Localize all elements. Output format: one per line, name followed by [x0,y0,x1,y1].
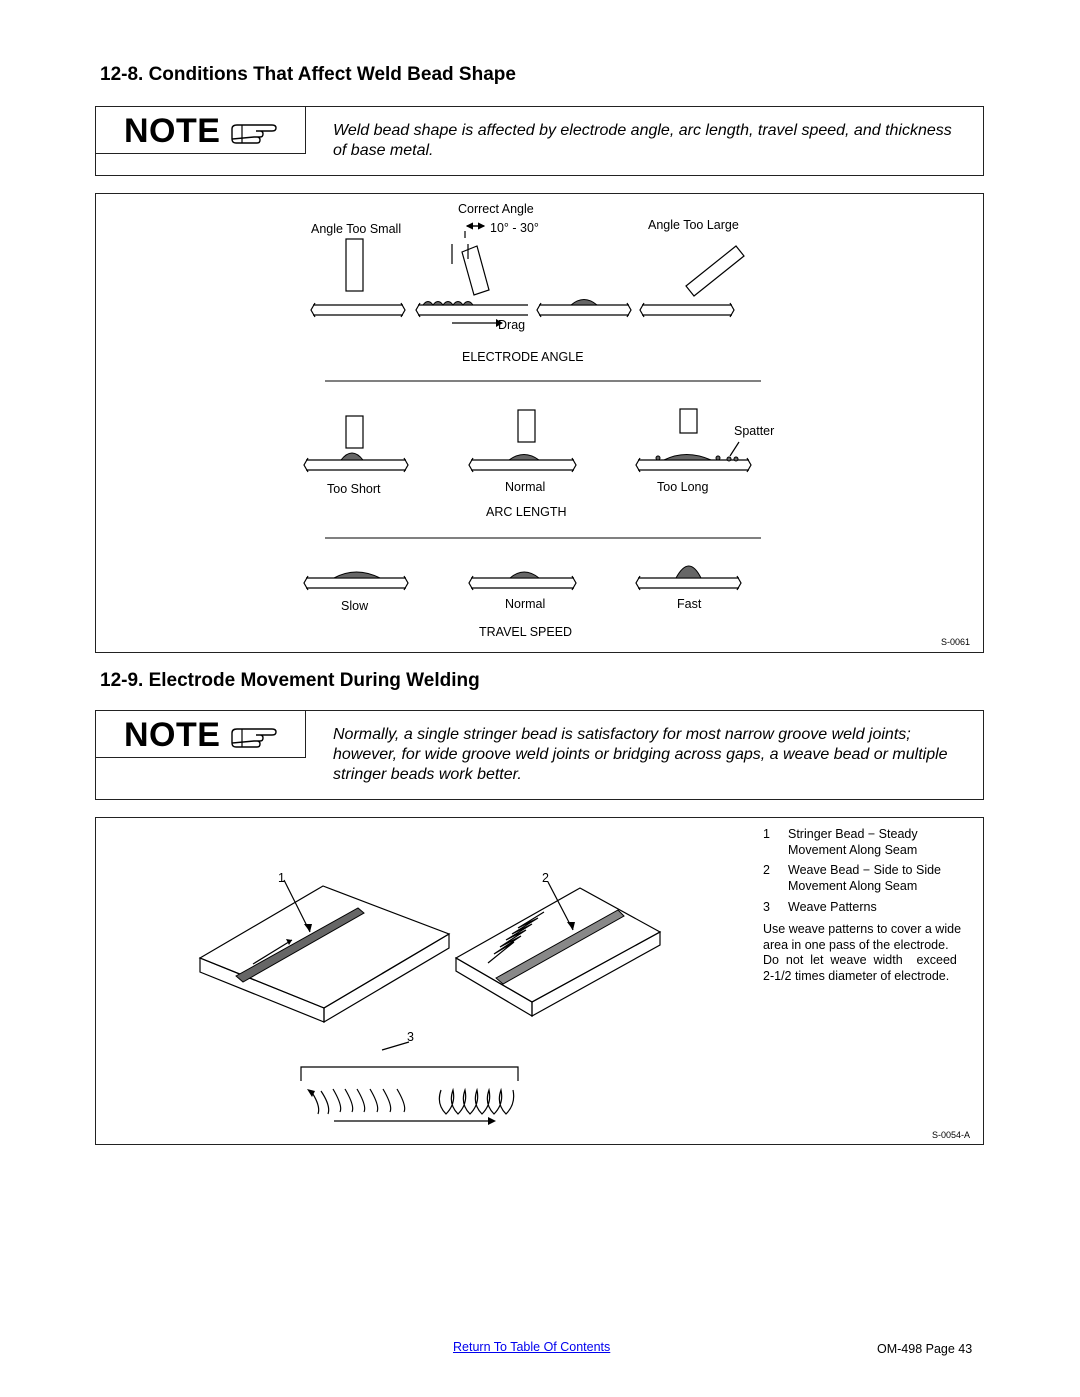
bead-slow [333,571,381,579]
figure-code: S-0061 [941,637,971,647]
usage-text-4: 2-1/2 times diameter of electrode. [763,968,950,983]
callout-2: 2 [542,871,549,885]
bead-fast [675,565,702,579]
note-tag-2: NOTE [96,711,306,758]
return-to-toc-link[interactable]: Return To Table Of Contents [453,1340,611,1354]
legend-text-1b: Movement Along Seam [788,842,918,857]
note-text-2: Normally, a single stringer bead is sati… [333,726,948,783]
usage-text-2: area in one pass of the electrode. [763,937,949,952]
caption-arc-length: ARC LENGTH [486,505,567,519]
label-angle-range: 10° - 30° [490,221,539,235]
plate-stringer [198,885,451,1009]
caption-electrode-angle: ELECTRODE ANGLE [462,350,584,364]
electrode-too-large [685,245,745,297]
bead-speed-normal [508,571,541,579]
legend-num-2: 2 [763,863,770,877]
electrode-arc-short [345,415,364,449]
electrode-too-small [345,238,364,292]
callout-1: 1 [278,871,285,885]
label-speed-normal: Normal [505,597,546,611]
section-heading-12-9: 12-9. Electrode Movement During Welding [100,670,480,691]
weave-diagram [198,879,662,1125]
page-number: OM-498 Page 43 [877,1342,973,1356]
bead-drag [422,301,474,306]
note-label-2: NOTE [124,716,221,754]
usage-text-1: Use weave patterns to cover a wide [763,922,962,936]
pointing-hand-icon [231,124,277,144]
electrode-arc-normal [517,409,536,443]
label-angle-too-small: Angle Too Small [311,222,402,236]
electrode-arc-long [679,408,698,434]
label-angle-too-large: Angle Too Large [648,218,739,232]
label-too-short: Too Short [327,482,381,496]
label-spatter: Spatter [734,424,775,438]
usage-text-3: Do not let weave width exceed [763,953,957,967]
note-box: NOTE Weld bead shape is affected by elec… [95,106,984,176]
legend-num-1: 1 [763,827,770,841]
pointing-hand-icon [231,728,277,748]
label-arc-normal: Normal [505,480,546,494]
figure-weld-bead-shape: Correct Angle 10° - 30° Angle Too Small … [95,193,984,653]
label-too-long: Too Long [657,480,709,494]
bead-too-large [569,299,599,306]
bead-too-long [663,454,712,461]
weld-bead-diagram [303,222,761,591]
label-fast: Fast [677,597,702,611]
electrode-correct [461,245,490,296]
label-slow: Slow [341,599,369,613]
section-heading-12-8: 12-8. Conditions That Affect Weld Bead S… [100,64,516,85]
callout-3: 3 [407,1030,414,1044]
bead-too-short [339,452,365,461]
caption-travel-speed: TRAVEL SPEED [479,625,573,639]
legend-text-2a: Weave Bead − Side to Side [788,863,941,877]
legend-text-3a: Weave Patterns [788,900,877,914]
note-label: NOTE [124,112,221,150]
legend-text-1a: Stringer Bead − Steady [788,827,918,841]
label-drag: Drag [498,318,526,332]
note-text: Weld bead shape is affected by electrode… [333,122,952,159]
figure-code-2: S-0054-A [932,1130,971,1140]
figure-electrode-movement: 1 2 3 1 Stringer Bead − Steady Movement … [95,817,984,1145]
note-box-2: NOTE Normally, a single stringer bead is… [95,710,984,800]
bead-arc-normal [507,454,541,461]
note-tag: NOTE [96,107,306,154]
legend-text-2b: Movement Along Seam [788,878,918,893]
legend: 1 Stringer Bead − Steady Movement Along … [763,827,978,983]
label-correct-angle: Correct Angle [458,202,534,216]
legend-num-3: 3 [763,900,770,914]
